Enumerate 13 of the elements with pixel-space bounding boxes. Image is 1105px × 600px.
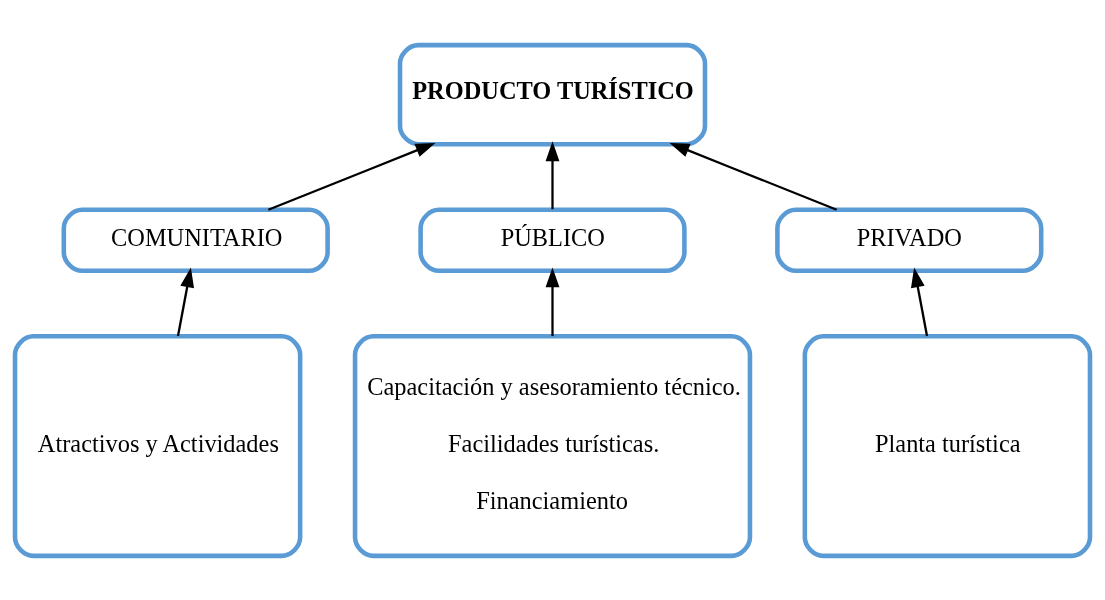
node-box: Atractivos y Actividades <box>12 333 303 558</box>
arrow <box>545 266 560 336</box>
arrow <box>267 142 436 211</box>
arrow <box>545 140 560 209</box>
arrow <box>910 266 929 336</box>
arrow <box>176 266 195 336</box>
arrow <box>669 142 838 211</box>
node-box: Capacitación y asesoramiento técnico. Facilidades turísticas. Financiamiento <box>352 333 753 558</box>
node-box: Planta turística <box>802 333 1093 558</box>
node-box: PRODUCTO TURÍSTICO <box>397 42 708 146</box>
node-box: COMUNITARIO <box>61 207 330 273</box>
node-box: PRIVADO <box>775 207 1044 273</box>
node-box: PÚBLICO <box>418 207 687 273</box>
